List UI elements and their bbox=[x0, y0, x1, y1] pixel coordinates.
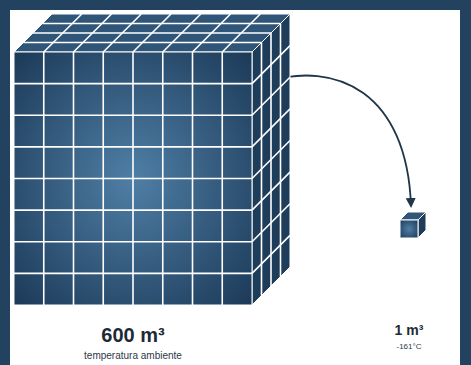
cube-front-face bbox=[400, 220, 418, 238]
cube-front-face bbox=[14, 52, 252, 305]
small-cube: 1 m³ -161°C bbox=[374, 210, 444, 360]
cube-side-face bbox=[418, 212, 426, 238]
volume-label: 600 m³ bbox=[12, 324, 254, 347]
cube-drawing bbox=[12, 12, 294, 357]
volume-label: 1 m³ bbox=[374, 322, 444, 338]
cube-top-face bbox=[14, 14, 290, 52]
large-cube: 600 m³temperatura ambiente bbox=[12, 12, 294, 357]
cube-side-face bbox=[252, 14, 290, 305]
cube-grid bbox=[14, 14, 290, 305]
condition-label: temperatura ambiente bbox=[12, 350, 254, 361]
condition-label: -161°C bbox=[374, 342, 444, 351]
